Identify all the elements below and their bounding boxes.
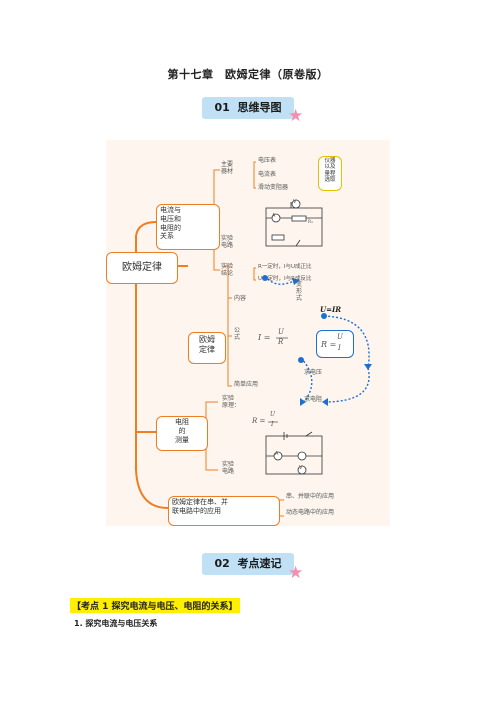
stem-equipment	[213, 169, 220, 208]
conclusion-label: 实验 结论	[221, 263, 234, 277]
arrowhead-1	[292, 278, 300, 285]
mindmap-lines	[135, 161, 372, 517]
banner-keypoints-label: 02 考点速记	[214, 557, 282, 570]
star-icon: ★	[288, 106, 304, 126]
bracket-equipment	[253, 161, 256, 189]
branch2-node: 欧姆 定律	[188, 332, 226, 364]
arrowhead-4	[322, 398, 328, 406]
app-voltage: 求电压	[304, 369, 323, 376]
circuit-diagram-1	[265, 199, 323, 247]
formula-uir: U=IR	[320, 305, 342, 314]
banner-keypoints: 02 考点速记	[202, 553, 294, 575]
dotted-arrow-3	[300, 357, 313, 403]
formula-r-denominator: I	[338, 344, 341, 352]
stem-content	[224, 265, 232, 299]
circuit-label-1: 实验 电路	[221, 235, 234, 249]
content-label: 内容	[234, 295, 247, 302]
equipment-ammeter: 电流表	[258, 171, 277, 178]
stem-conclusion	[213, 240, 220, 271]
dot-3	[298, 357, 304, 363]
section-heading: 【考点 1 探究电流与电压、电阻的关系】	[70, 598, 240, 613]
dot-1	[262, 275, 268, 281]
conclusion-1: R一定时，I与U成正比	[258, 264, 312, 270]
apps-series-parallel: 串、并联中的应用	[286, 493, 335, 500]
equipment-label: 主要 器材	[221, 161, 234, 175]
circuit-diagram-2	[265, 431, 323, 475]
meter-v-1: V	[293, 199, 297, 205]
stem-formula	[227, 298, 232, 337]
dotted-arrow-4	[323, 367, 370, 403]
arrowhead-2	[364, 364, 372, 370]
formula-numerator-u: U	[278, 328, 284, 336]
branch4-node: 欧姆定律在串、并 联电路中的应用	[168, 496, 280, 526]
mindmap: 欧姆定律 电流与 电压和 电阻的 关系 主要 器材 电压表 电流表 滑动变阻器 …	[106, 140, 390, 526]
equipment-rheostat: 滑动变阻器	[258, 184, 289, 191]
formula-r-box: R = U I	[316, 330, 354, 358]
banner-mindmap-label: 01 思维导图	[214, 101, 282, 114]
branch3-node: 电阻 的 测量	[156, 416, 208, 451]
connector-branch1	[135, 221, 157, 237]
principle-label: 实验 原理：	[222, 395, 241, 409]
formula-r-measure-u: U	[270, 411, 276, 418]
dotted-arrow-2	[323, 315, 370, 369]
meter-a-1: A	[272, 213, 276, 219]
circuit-label-2: 实验 电路	[222, 461, 235, 475]
apps-dynamic: 动态电路中的应用	[286, 509, 335, 516]
page-title: 第十七章 欧姆定律（原卷版）	[167, 68, 329, 81]
transform-label: 变 形 式	[296, 281, 303, 302]
star-icon-2: ★	[288, 563, 304, 583]
subsection-heading: 1. 探究电流与电压关系	[74, 619, 158, 628]
branch1-node: 电流与 电压和 电阻的 关系	[156, 204, 220, 250]
formula-r: R =	[321, 340, 337, 349]
meter-a-2: A	[275, 451, 279, 457]
formula-r-measure-i: I	[271, 421, 274, 428]
arrowhead-3	[300, 398, 306, 406]
formula-r-numerator: U	[337, 333, 343, 341]
root-node: 欧姆定律	[106, 252, 178, 284]
bracket-conclusion	[253, 267, 256, 281]
note-box: 仪器 以及 量程 选取	[318, 156, 342, 191]
formula-i: I =	[258, 333, 271, 342]
app-resistance: 求电阻	[304, 396, 323, 403]
resistor-label: R₁	[308, 220, 313, 225]
meter-v-2: V	[299, 465, 303, 471]
connector-branch4	[135, 469, 169, 509]
formula-label: 公 式	[234, 327, 241, 341]
formula-denominator-r: R	[278, 338, 284, 346]
dot-2	[321, 313, 327, 319]
stem-simple	[227, 336, 232, 387]
equipment-voltmeter: 电压表	[258, 157, 277, 164]
formula-r-measure: R =	[252, 417, 266, 425]
banner-mindmap: 01 思维导图	[202, 97, 294, 119]
conclusion-2: U一定时，I与R成反比	[258, 276, 312, 282]
simple-app-label: 简单应用	[234, 381, 259, 388]
